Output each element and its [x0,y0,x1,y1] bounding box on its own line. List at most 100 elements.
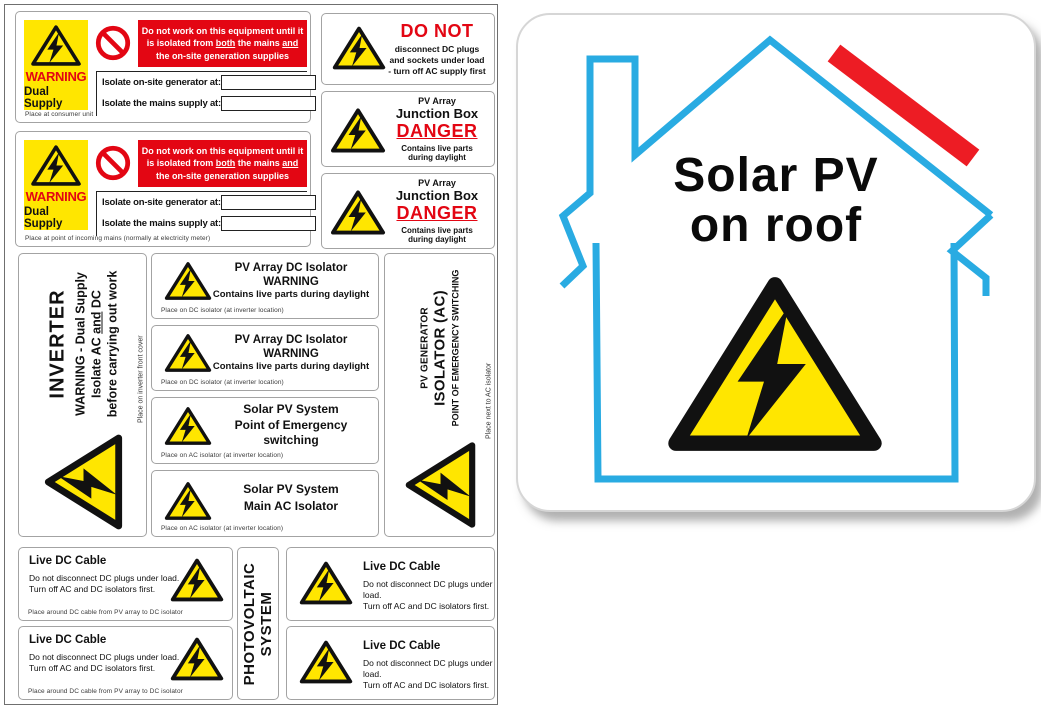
inverter-line: WARNING - Dual Supply [72,272,87,416]
hazard-triangle-icon [170,556,224,604]
sign-line-1: Solar PV [673,149,879,202]
system-text: SYSTEM [258,591,275,656]
junction-sub-line: Contains live parts [401,143,473,153]
junction-sub-line: during daylight [408,153,466,162]
house-walls-outline [592,242,959,483]
placement-note: Place on DC isolator (at inverter locati… [161,307,284,314]
isolate-mains-row: Isolate the mains supply at: [102,95,316,112]
notice-fragment: Do not work on this equipment until it i… [141,26,304,49]
dc-isolator-sub: Contains live parts during daylight [212,289,370,300]
placement-note: Place on DC isolator (at inverter locati… [161,379,284,386]
placement-note: Place around DC cable from PV array to D… [28,609,183,616]
dc-isolator-text-block: PV Array DC Isolator WARNING Contains li… [210,254,372,308]
isolate-mains-label: Isolate the mains supply at: [102,98,221,109]
photovoltaic-rotated-content: PHOTOVOLTAIC SYSTEM [239,549,277,698]
inverter-rotated-content: INVERTER WARNING - Dual Supply Isolate A… [20,255,145,535]
label-warning-dual-supply-2: WARNING Dual Supply Do not work on this … [15,131,316,247]
live-dc-line: Turn off AC and DC isolators first. [29,663,156,673]
placement-note: Place at consumer unit [25,111,94,118]
solar-panel-stripe [827,44,980,167]
divider-line [96,71,97,116]
label-junction-box-danger-2: PV Array Junction Box DANGER Contains li… [321,173,495,249]
live-dc-body: Do not disconnect DC plugs under load. T… [363,579,494,612]
mains-location-blank [221,216,316,231]
hazard-triangle-icon [40,433,126,531]
hazard-triangle-icon [164,332,212,374]
dc-isolator-title: PV Array DC Isolator [234,334,348,346]
live-dc-line: Turn off AC and DC isolators first. [363,680,490,690]
live-dc-line: Turn off AC and DC isolators first. [29,584,156,594]
junction-sub-line: during daylight [408,235,466,244]
notice-fragment: and [282,38,299,49]
dc-isolator-title: PV Array DC Isolator [234,262,348,274]
notice-fragment: both [215,38,236,49]
pv-array-text: PV Array [418,95,456,106]
isolation-notice-text: Do not work on this equipment until it i… [141,25,304,62]
placement-note: Place on inverter front cover [137,335,144,423]
junction-box-text: Junction Box [395,105,479,121]
danger-text: DANGER [396,202,478,223]
pv-array-text: PV Array [418,177,456,188]
live-dc-title: Live DC Cable [363,640,441,652]
dual-supply-text: Dual Supply [24,86,63,110]
main-ac-text-block: Solar PV System Main AC Isolator [210,471,372,524]
hazard-triangle-icon [164,480,212,522]
inverter-line: Isolate AC and DC [88,290,104,398]
label-do-not-disconnect: DO NOT disconnect DC plugs and sockets u… [321,13,495,85]
dc-isolator-warning: WARNING [263,348,319,360]
junction-box-text: Junction Box [395,187,479,203]
label-photovoltaic-system: PHOTOVOLTAIC SYSTEM [237,547,279,700]
placement-note: Place on AC isolator (at inverter locati… [161,525,284,532]
label-live-dc-cable-2: Live DC Cable Do not disconnect DC plugs… [18,626,233,700]
junction-text-block: PV Array Junction Box DANGER Contains li… [384,174,490,248]
divider-line [96,191,97,236]
warning-text: WARNING [25,189,87,204]
warning-text: WARNING [25,69,87,84]
isolator-ac-text: ISOLATOR (AC) [430,290,448,406]
danger-text: DANGER [396,120,478,141]
photovoltaic-text-block: PHOTOVOLTAIC SYSTEM [241,549,275,698]
live-dc-line: Do not disconnect DC plugs under load. [29,573,180,583]
label-emergency-switching: Solar PV System Point of Emergency switc… [151,397,379,464]
live-dc-line: Do not disconnect DC plugs under load. [363,579,493,600]
pv-generator-text-block: PV GENERATOR ISOLATOR (AC) POINT OF EMER… [419,255,461,441]
main-ac-line: Solar PV System [243,481,339,496]
notice-fragment: the on-site generation supplies [155,170,290,181]
live-dc-title: Live DC Cable [29,634,107,646]
right-eave-outline [946,212,994,296]
hazard-triangle-icon [401,441,479,529]
isolate-generator-label: Isolate on-site generator at: [102,77,221,88]
mains-location-blank [221,96,316,111]
generator-location-blank [220,75,316,90]
inverter-fragment: Isolate AC [88,333,103,398]
inverter-text-block: INVERTER WARNING - Dual Supply Isolate A… [46,255,120,433]
live-dc-title: Live DC Cable [29,555,107,567]
hazard-triangle-icon [30,23,82,68]
notice-fragment: Do not work on this equipment until it i… [141,146,304,169]
notice-fragment: and [282,158,299,169]
hazard-triangle-icon [330,106,386,155]
label-sheet: WARNING Dual Supply Do not work on this … [4,4,498,705]
label-dc-isolator-warning-2: PV Array DC Isolator WARNING Contains li… [151,325,379,391]
pv-generator-rotated-content: PV GENERATOR ISOLATOR (AC) POINT OF EMER… [386,255,493,535]
inverter-fragment: and [88,311,103,334]
emergency-line: Solar PV System [243,402,339,417]
placement-note: Place next to AC isolator [485,362,492,439]
emergency-switching-text: POINT OF EMERGENCY SWITCHING [449,269,460,427]
label-inverter: INVERTER WARNING - Dual Supply Isolate A… [18,253,147,537]
dual-supply-yellow-panel: WARNING Dual Supply [24,140,88,230]
hazard-triangle-icon [676,285,874,443]
emergency-line: Point of Emergency [234,417,348,432]
junction-sub-line: Contains live parts [401,225,473,235]
prohibition-icon [94,144,132,182]
isolation-notice: Do not work on this equipment until it i… [138,140,307,187]
photovoltaic-text: PHOTOVOLTAIC [241,562,258,685]
main-ac-line: Main AC Isolator [243,498,339,513]
dc-isolator-sub: Contains live parts during daylight [212,361,370,372]
live-dc-body: Do not disconnect DC plugs under load. T… [29,652,179,674]
hazard-triangle-icon [299,559,353,607]
house-roof-chimney-outline [558,35,994,289]
live-dc-body: Do not disconnect DC plugs under load. T… [29,573,179,595]
isolation-notice-text: Do not work on this equipment until it i… [141,145,304,182]
junction-text-block: PV Array Junction Box DANGER Contains li… [384,92,490,166]
